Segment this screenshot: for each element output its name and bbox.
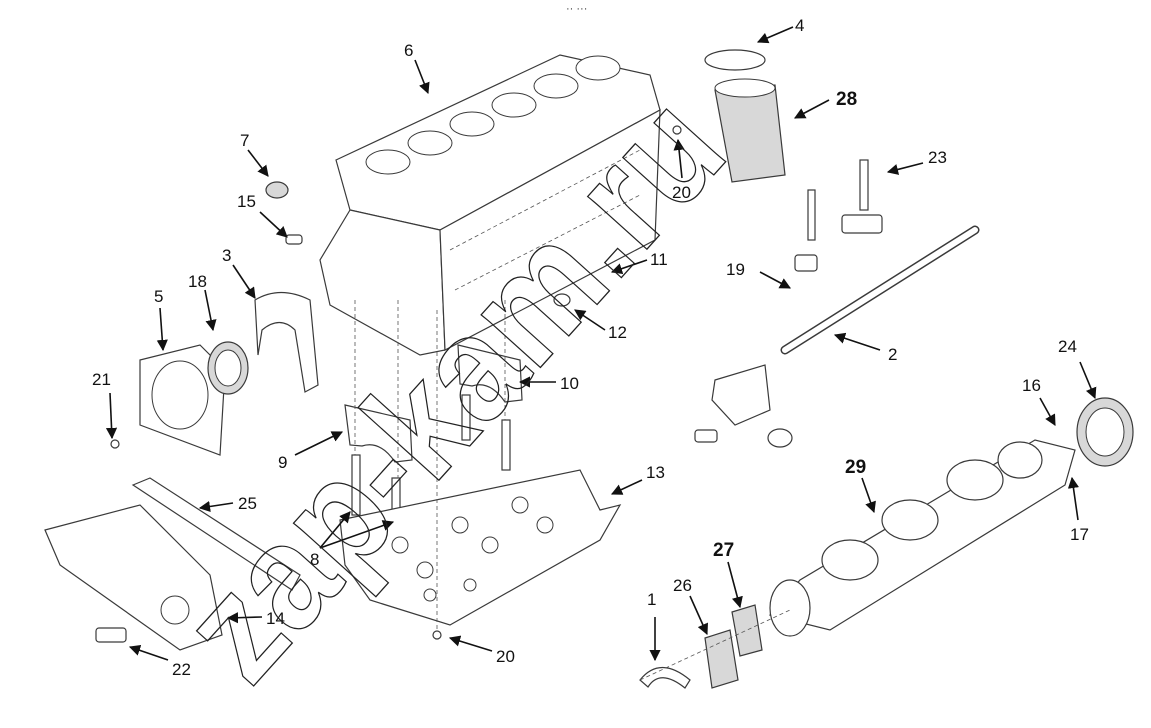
callout-26: 26 xyxy=(673,576,692,595)
callout-28: 28 xyxy=(836,89,857,110)
callout-20-top: 20 xyxy=(672,183,691,202)
plug-20-top xyxy=(672,125,682,135)
callout-21: 21 xyxy=(92,370,111,389)
main-bearing-26 xyxy=(704,629,739,689)
oil-cooler-gasket xyxy=(131,477,301,591)
camshaft-support xyxy=(794,159,883,272)
callout-17: 17 xyxy=(1070,525,1089,544)
crankshaft-gear xyxy=(1076,397,1134,467)
piston-cooling-nozzle xyxy=(694,364,793,448)
callout-2: 2 xyxy=(888,345,897,364)
callout-labels: 1 2 3 4 5 6 7 8 9 10 11 12 13 14 15 16 1… xyxy=(92,16,1089,679)
oil-cooler-housing xyxy=(44,504,223,651)
callout-22: 22 xyxy=(172,660,191,679)
callout-8: 8 xyxy=(310,550,319,569)
callout-18: 18 xyxy=(188,272,207,291)
rear-crankshaft-seal-bore xyxy=(214,349,242,387)
callout-leaders xyxy=(105,26,1097,662)
callout-13: 13 xyxy=(646,463,665,482)
expansion-plug xyxy=(265,181,289,199)
callout-14: 14 xyxy=(266,609,285,628)
o-ring-12 xyxy=(553,293,571,307)
callout-16: 16 xyxy=(1022,376,1041,395)
callout-6: 6 xyxy=(404,41,413,60)
cylinder-block xyxy=(319,54,661,356)
callout-1: 1 xyxy=(647,590,656,609)
callout-9: 9 xyxy=(278,453,287,472)
main-cap-bolts xyxy=(351,394,511,519)
screw-21 xyxy=(110,439,120,449)
cylinder-liner xyxy=(714,78,786,183)
callout-7: 7 xyxy=(240,131,249,150)
thrust-bearing-1 xyxy=(639,667,691,689)
callout-25: 25 xyxy=(238,494,257,513)
callout-23: 23 xyxy=(928,148,947,167)
callout-20-bottom: 20 xyxy=(496,647,515,666)
camshaft xyxy=(780,225,980,355)
callout-4: 4 xyxy=(795,16,804,35)
plug-20-bottom xyxy=(432,630,442,640)
callout-5: 5 xyxy=(154,287,163,306)
main-bearing-cap-10 xyxy=(457,344,523,403)
callout-19: 19 xyxy=(726,260,745,279)
rear-housing-gasket xyxy=(254,291,319,393)
main-bearing-27 xyxy=(731,604,763,657)
callout-24: 24 xyxy=(1058,337,1077,356)
liner-o-ring xyxy=(704,49,766,71)
rear-seal-housing xyxy=(139,344,226,456)
callout-10: 10 xyxy=(560,374,579,393)
bedplate-gasket xyxy=(339,469,622,626)
callout-3: 3 xyxy=(222,246,231,265)
callout-12: 12 xyxy=(608,323,627,342)
callout-11: 11 xyxy=(650,250,668,269)
dowel-pin xyxy=(285,234,303,245)
header-mark: ·· ··· xyxy=(566,3,587,15)
plug-22 xyxy=(95,627,127,643)
callout-27: 27 xyxy=(713,540,734,561)
callout-29: 29 xyxy=(845,457,866,478)
callout-15: 15 xyxy=(237,192,256,211)
crankshaft xyxy=(768,439,1076,637)
main-bearing-cap-9 xyxy=(344,404,413,463)
